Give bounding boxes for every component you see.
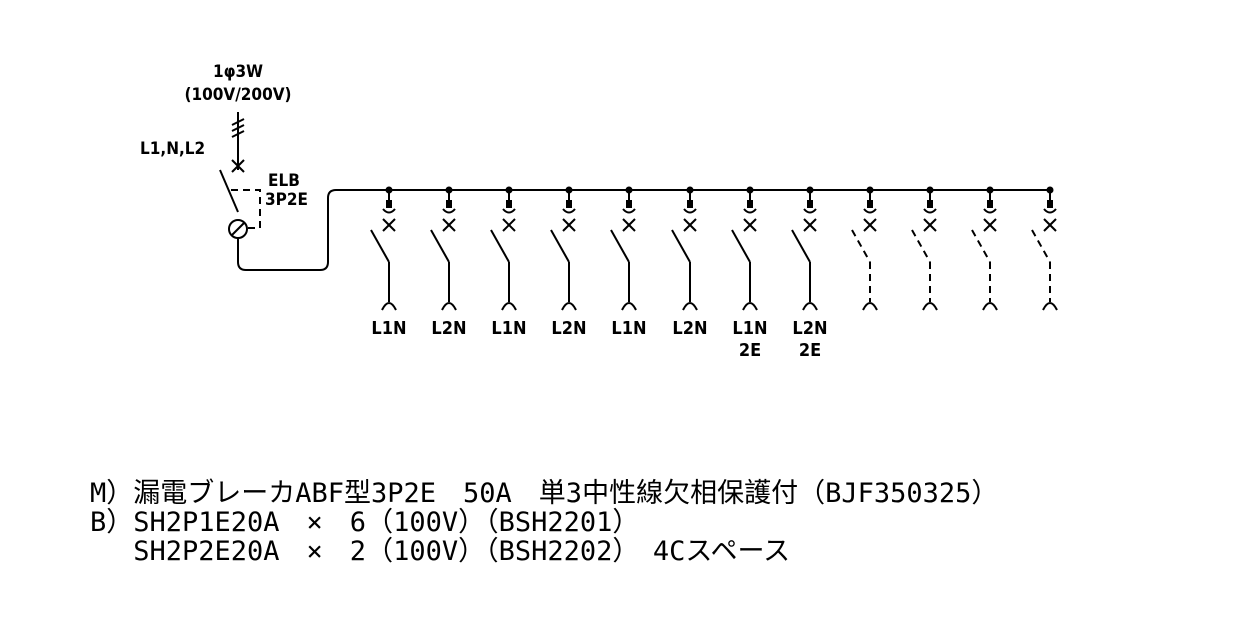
main-breaker-type: ELB — [268, 171, 300, 191]
spec-branch-breakers-1e: B）SH2P1E20A × 6（100V）（BSH2201） — [90, 507, 639, 538]
branch-label: L1N — [491, 318, 526, 339]
outlet-terminal — [742, 302, 758, 311]
outlet-terminal — [441, 302, 457, 311]
outlet-terminal — [501, 302, 517, 311]
outlet-terminal — [621, 302, 637, 311]
branch-circuit: L1N — [490, 186, 527, 339]
supply-voltage-label: (100V/200V) — [184, 85, 291, 105]
branch-label: L2N — [551, 318, 586, 339]
breaker-blade — [851, 229, 871, 263]
breaker-blade — [490, 229, 510, 263]
breaker-blade — [1031, 229, 1051, 263]
branch-label: L1N — [732, 318, 767, 339]
outlet-terminal — [922, 302, 938, 311]
branch-circuit: L2N — [550, 186, 587, 339]
branch-earth-label: 2E — [739, 340, 761, 361]
spec-branch-breakers-2e: SH2P2E20A × 2（100V）（BSH2202） 4Cスペース — [90, 536, 790, 567]
outlet-terminal — [381, 302, 397, 311]
outlet-terminal — [982, 302, 998, 311]
outlet-terminal — [682, 302, 698, 311]
main-elb-symbol — [219, 169, 1050, 271]
branch-circuit: L2N — [671, 186, 708, 339]
spec-main-breaker: M）漏電ブレーカABF型3P2E 50A 単3中性線欠相保護付（BJF35032… — [90, 478, 998, 509]
breaker-blade — [911, 229, 931, 263]
breaker-blade — [671, 229, 691, 263]
breaker-blade — [731, 229, 751, 263]
outlet-terminal — [1042, 302, 1058, 311]
spare-branch — [1031, 186, 1058, 311]
spare-branch — [851, 186, 878, 311]
supply-phase-label: 1φ3W — [213, 62, 263, 82]
breaker-blade — [610, 229, 630, 263]
spare-branch — [971, 186, 998, 311]
outlet-terminal — [561, 302, 577, 311]
branch-label: L2N — [672, 318, 707, 339]
main-breaker-poles: 3P2E — [265, 190, 308, 210]
branch-circuit: L1N — [610, 186, 647, 339]
breaker-blade — [430, 229, 450, 263]
spare-branch — [911, 186, 938, 311]
branch-circuit: L2N — [430, 186, 467, 339]
breaker-blade — [791, 229, 811, 263]
breaker-blade — [370, 229, 390, 263]
branch-label: L1N — [371, 318, 406, 339]
outlet-terminal — [862, 302, 878, 311]
branch-label: L2N — [431, 318, 466, 339]
supply-conductors-label: L1,N,L2 — [140, 139, 205, 159]
breaker-blade — [971, 229, 991, 263]
branch-label: L1N — [611, 318, 646, 339]
breaker-blade — [550, 229, 570, 263]
branch-label: L2N — [792, 318, 827, 339]
branch-circuit: L1N — [370, 186, 407, 339]
branch-earth-label: 2E — [799, 340, 821, 361]
outlet-terminal — [802, 302, 818, 311]
incoming-feeder — [231, 112, 245, 173]
